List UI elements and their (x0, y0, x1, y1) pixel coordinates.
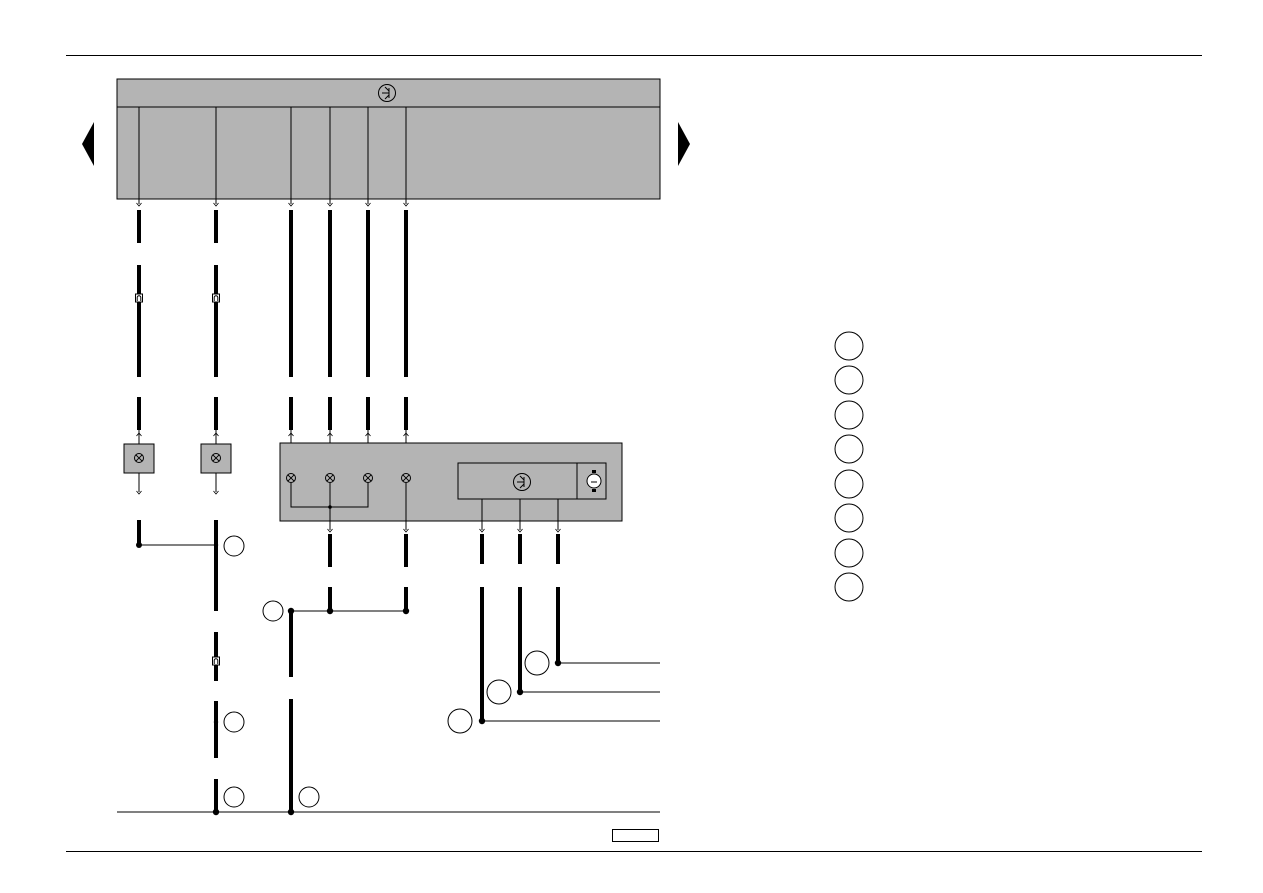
bulb-component-second (200, 443, 232, 474)
callout-circle (524, 650, 550, 676)
header-rule (66, 55, 1202, 56)
page-number-box (612, 829, 659, 842)
headlight-range-control-unit (457, 462, 607, 500)
legend-circle (834, 469, 864, 499)
control-unit-internal-wires (138, 107, 407, 204)
legend-circle (834, 434, 864, 464)
connector-icon (135, 293, 143, 303)
callout-circle (262, 600, 284, 622)
legend-callouts (834, 331, 864, 602)
legend-circle (834, 538, 864, 568)
legend-circle (834, 365, 864, 395)
legend-circle (834, 331, 864, 361)
footer-rule (66, 851, 1202, 852)
bulb-component-left (123, 443, 155, 474)
motor-icon (586, 470, 602, 492)
lamp-assembly (279, 442, 623, 530)
callout-circle (223, 535, 245, 557)
callout-circle (447, 708, 473, 734)
legend-circle (834, 400, 864, 430)
callout-circle (298, 786, 320, 808)
connector-icon (212, 293, 220, 303)
legend-circle (834, 503, 864, 533)
previous-page-arrow-icon[interactable] (82, 122, 94, 166)
legend-circle (834, 572, 864, 602)
harness-wires (137, 210, 408, 430)
connector-icon (212, 656, 220, 666)
callout-circle (223, 711, 245, 733)
control-unit-block (116, 78, 661, 200)
callout-circle (486, 679, 512, 705)
callout-circle (223, 786, 245, 808)
diagram-callouts (223, 535, 550, 808)
next-page-arrow-icon[interactable] (678, 122, 690, 166)
